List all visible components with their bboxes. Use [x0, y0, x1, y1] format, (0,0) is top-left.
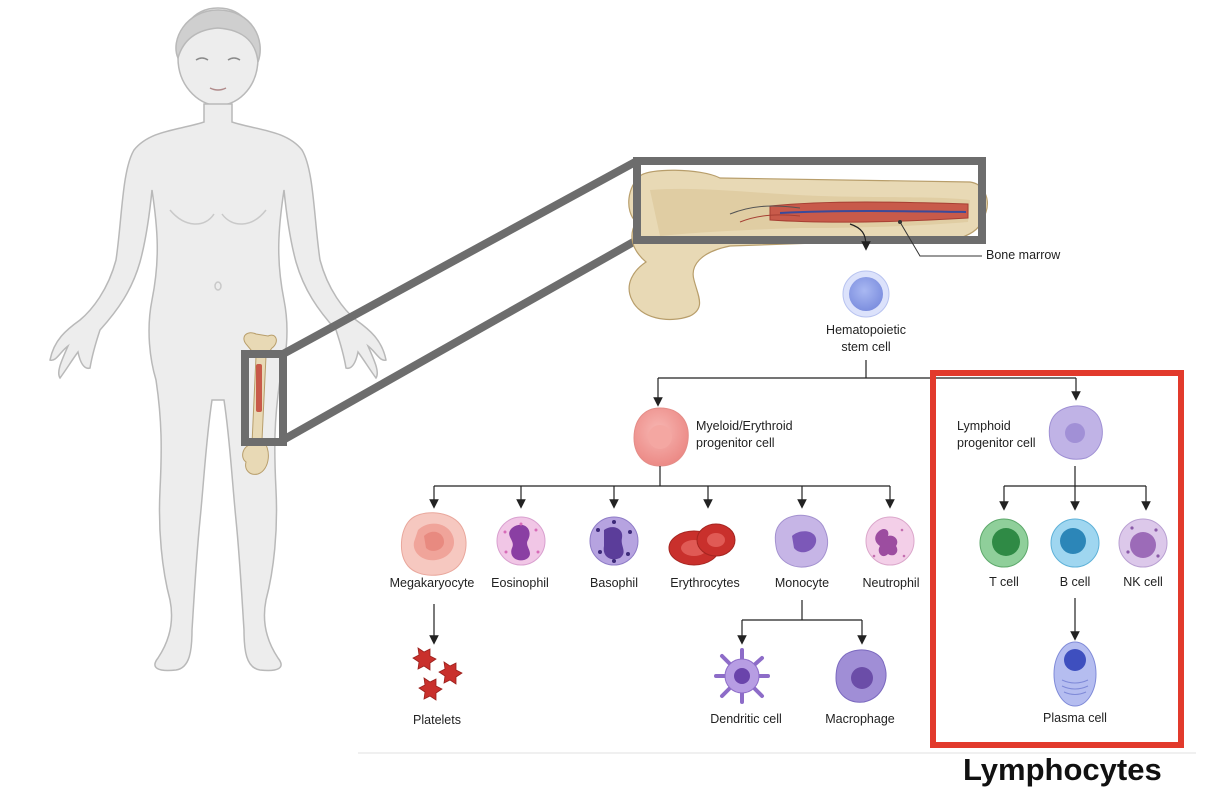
branch-monocyte: [737, 600, 867, 645]
lymphoid-progenitor-cell: [1048, 405, 1103, 460]
label-megakaryocyte: Megakaryocyte: [389, 576, 475, 590]
label-nk-cell: NK cell: [1123, 575, 1163, 589]
label-hsc-line1: Hematopoietic: [826, 323, 906, 337]
femur-enlarged: [628, 169, 988, 321]
label-basophil: Basophil: [590, 576, 638, 590]
erythrocytes-cells: [668, 523, 736, 566]
bone-marrow-pointer: [899, 221, 982, 257]
human-body-figure: [49, 7, 387, 672]
label-plasma-cell: Plasma cell: [1043, 711, 1107, 725]
leg-zoom-box: [241, 350, 287, 446]
megakaryocyte-cell: [401, 512, 467, 576]
label-hsc: Hematopoietic stem cell: [826, 322, 906, 356]
label-myeloid: Myeloid/Erythroid progenitor cell: [696, 418, 793, 452]
macrophage-cell: [835, 649, 887, 703]
zoom-line-bottom: [281, 236, 639, 444]
t-cell: [979, 518, 1029, 568]
label-neutrophil: Neutrophil: [862, 576, 920, 590]
branch-myeloid: [429, 466, 895, 509]
basophil-cell: [589, 516, 639, 566]
b-cell: [1050, 518, 1100, 568]
label-dendritic: Dendritic cell: [710, 712, 782, 726]
zoom-line-top: [281, 157, 639, 358]
label-b-cell: B cell: [1059, 575, 1091, 589]
neutrophil-cell: [865, 516, 915, 566]
label-myeloid-line1: Myeloid/Erythroid: [696, 419, 793, 433]
plasma-cell: [1053, 641, 1097, 707]
label-monocyte: Monocyte: [774, 576, 830, 590]
bone-zoom-box: [633, 157, 986, 244]
label-lymphoid-line2: progenitor cell: [957, 436, 1036, 450]
label-hsc-line2: stem cell: [841, 340, 891, 354]
label-lymphoid: Lymphoid progenitor cell: [957, 418, 1036, 452]
label-t-cell: T cell: [989, 575, 1019, 589]
label-erythrocytes: Erythrocytes: [670, 576, 740, 590]
label-bone-marrow: Bone marrow: [986, 248, 1061, 262]
label-eosinophil: Eosinophil: [491, 576, 549, 590]
label-lymphoid-line1: Lymphoid: [957, 419, 1011, 433]
femur-in-leg: [242, 332, 277, 475]
label-macrophage: Macrophage: [825, 712, 895, 726]
eosinophil-cell: [496, 516, 546, 566]
monocyte-cell: [774, 514, 828, 568]
myeloid-progenitor-cell: [633, 407, 689, 467]
nk-cell: [1118, 518, 1168, 568]
hematopoietic-stem-cell: [842, 270, 890, 318]
dendritic-cell: [714, 648, 770, 704]
label-myeloid-line2: progenitor cell: [696, 436, 775, 450]
lymphocytes-caption: Lymphocytes: [963, 752, 1162, 787]
label-platelets: Platelets: [413, 713, 461, 727]
platelets-cells: [412, 647, 463, 701]
branch-hsc: [653, 360, 1081, 407]
branch-lymphoid: [999, 466, 1151, 511]
lymphocyte-highlight-box: [930, 370, 1184, 748]
